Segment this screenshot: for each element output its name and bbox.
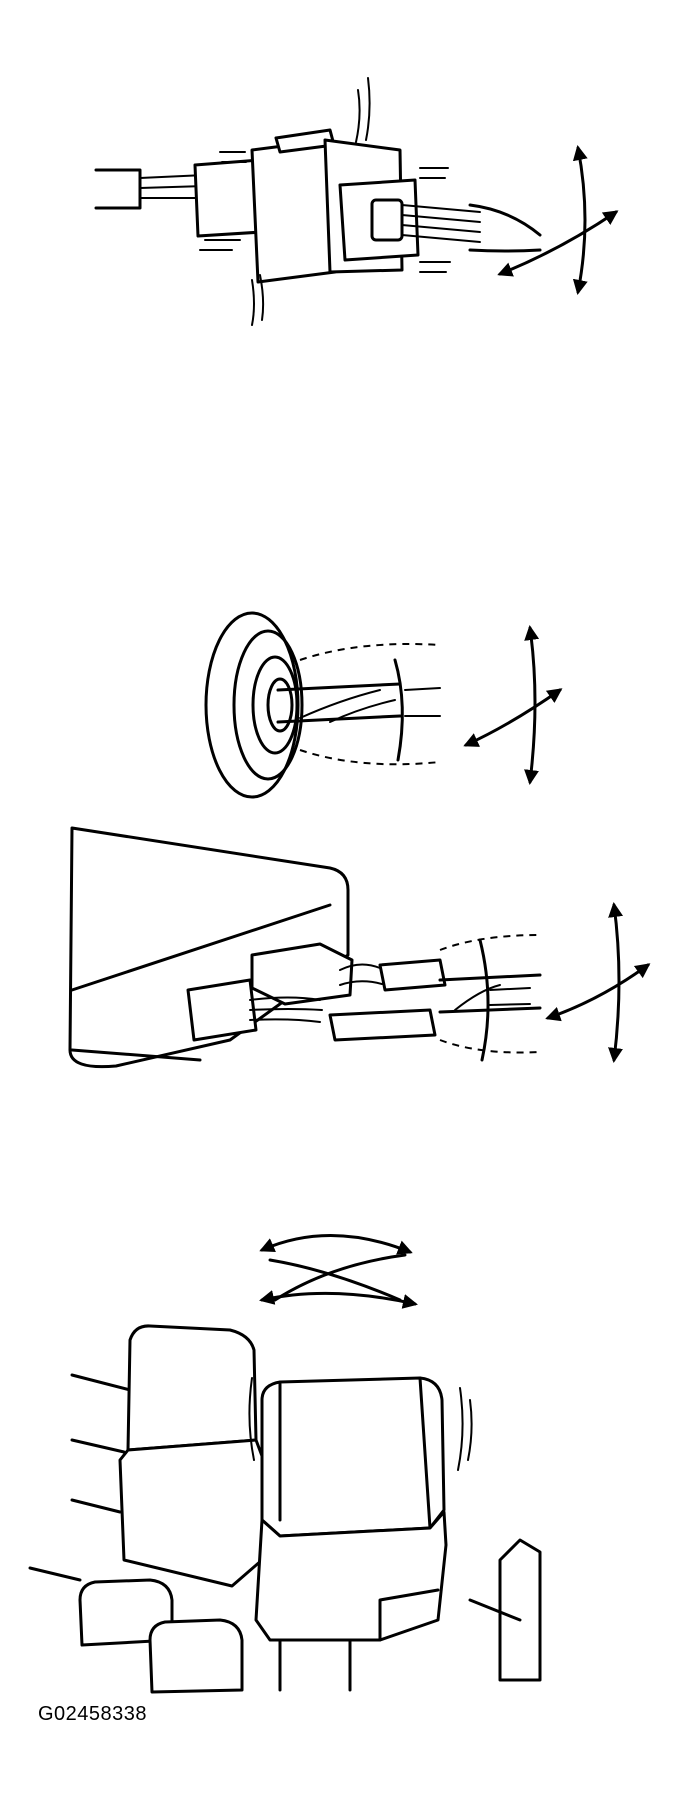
four-way-arrow-icon	[463, 625, 563, 785]
grommet-panel	[204, 611, 563, 799]
figure-caption: G02458338	[38, 1703, 148, 1725]
four-way-arrow-icon	[545, 902, 651, 1063]
connector-panel	[94, 77, 619, 326]
four-way-arrow-icon	[497, 145, 619, 295]
cross-arrow-icon	[259, 1234, 418, 1309]
ecu-panel	[68, 826, 651, 1069]
relay-panel	[28, 1234, 542, 1694]
